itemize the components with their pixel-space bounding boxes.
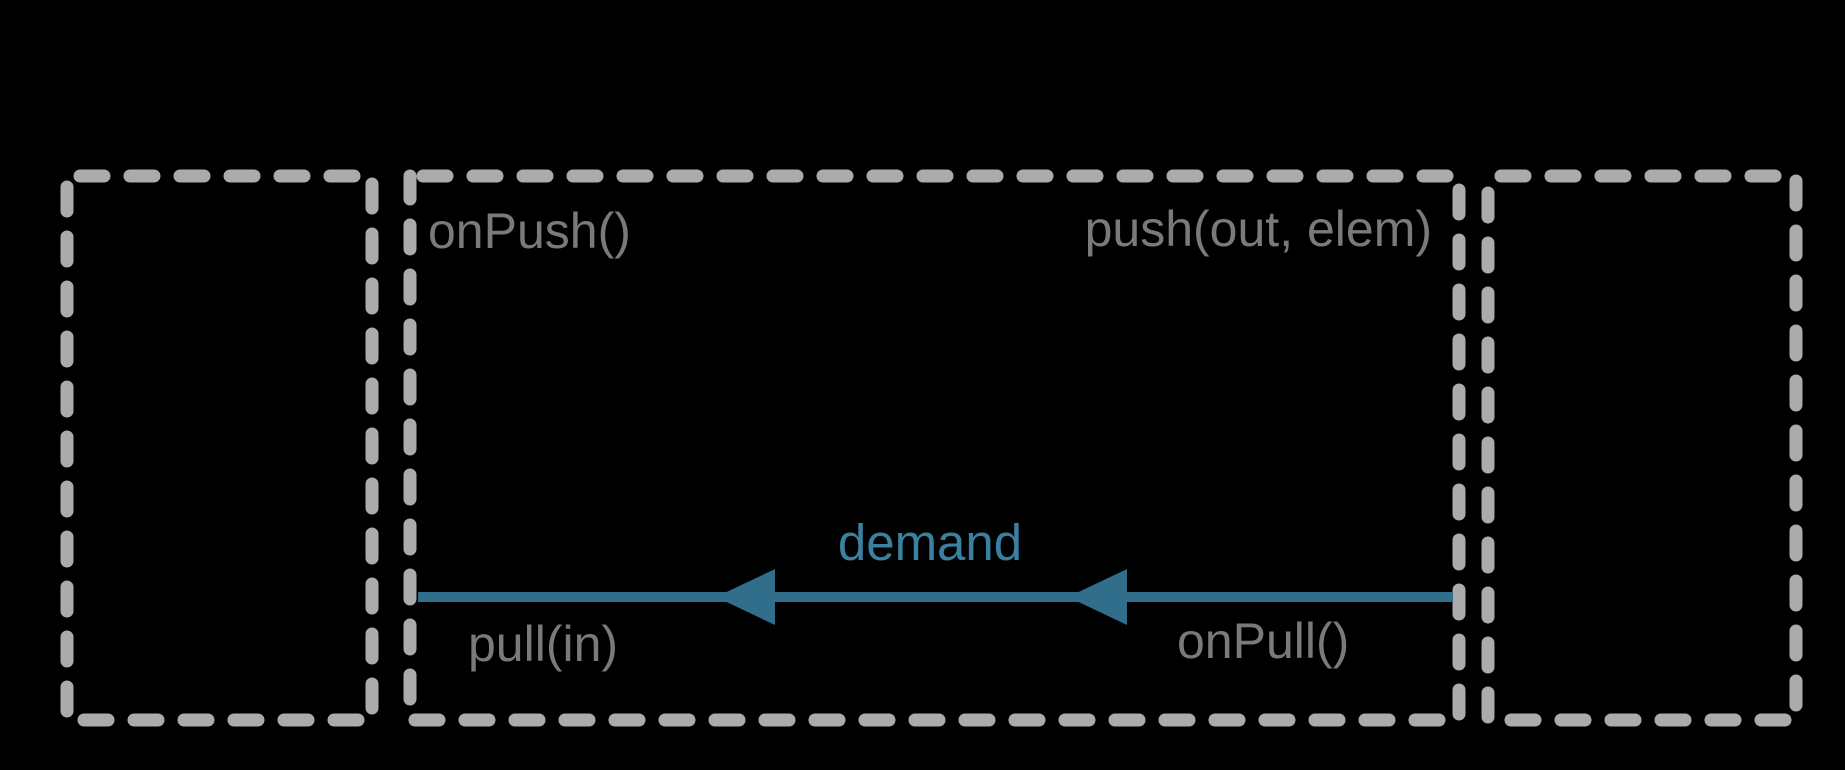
demand-arrowhead-right-icon xyxy=(1068,569,1127,625)
right-dashed-box xyxy=(1481,169,1803,727)
middle-dashed-box xyxy=(403,169,1466,727)
on-pull-label: onPull() xyxy=(1177,613,1349,669)
pull-label: pull(in) xyxy=(468,616,618,672)
demand-arrowhead-left-icon xyxy=(716,569,775,625)
demand-label: demand xyxy=(838,514,1022,571)
push-label: push(out, elem) xyxy=(1085,201,1432,257)
left-dashed-box xyxy=(60,169,379,727)
on-push-label: onPush() xyxy=(428,203,631,259)
